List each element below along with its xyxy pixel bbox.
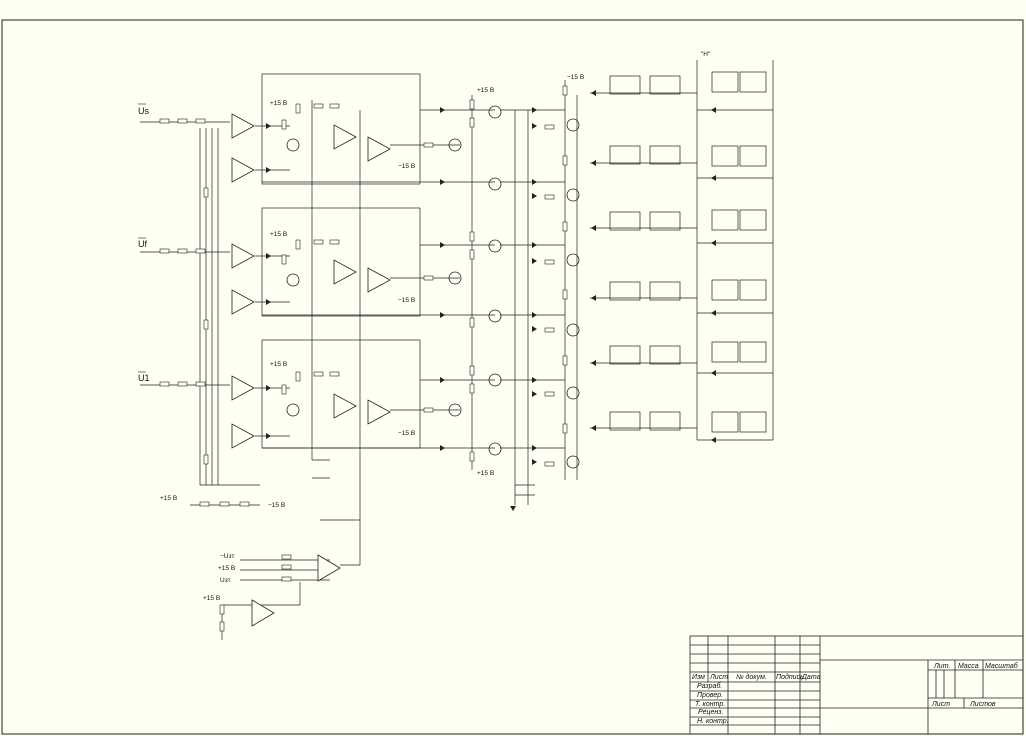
signal-us: Us xyxy=(138,106,149,116)
tb-doc-no: № докум. xyxy=(736,673,767,681)
tb-lit: Лит. xyxy=(933,663,950,670)
signal-uf: Uf xyxy=(138,239,147,249)
supply-minus15-ch2: −15 B xyxy=(398,297,415,304)
tb-massa: Масса xyxy=(958,663,979,670)
tb-list2: Лист xyxy=(931,701,950,708)
schematic-wiring xyxy=(140,60,774,640)
supply-plus15-ch3: +15 B xyxy=(270,361,287,368)
tb-prover: Провер. xyxy=(697,692,723,699)
tb-izm: Изм xyxy=(692,674,705,681)
supply-minus15-ch1: −15 B xyxy=(398,163,415,170)
tb-razrab: Разраб. xyxy=(697,682,722,690)
tb-masshtab: Масштаб xyxy=(985,662,1019,670)
tb-listov: Листов xyxy=(969,701,996,708)
tb-signature: Подпись xyxy=(776,673,804,681)
signal-u1: U1 xyxy=(138,373,150,383)
resistors xyxy=(159,85,568,632)
tb-date: Дата xyxy=(801,674,821,681)
signal-minus-ust: −Uзт xyxy=(220,553,234,560)
drawing-frame xyxy=(1,19,1024,735)
supply-plus15-bottom-left: +15 B xyxy=(203,595,220,602)
signal-plus15-in: +15 B xyxy=(218,565,235,572)
output-driver-blocks xyxy=(609,71,767,433)
tb-n-kontr: Н. контр. xyxy=(697,718,729,725)
signal-ust: Uзт xyxy=(220,577,231,584)
transistors xyxy=(286,105,580,469)
supply-plus15-bottom: +15 B xyxy=(477,470,494,477)
diodes xyxy=(266,90,716,511)
tb-list: Лист xyxy=(709,674,728,681)
supply-minus15-ch3: −15 B xyxy=(398,430,415,437)
h-mark: "H" xyxy=(701,51,711,58)
supply-plus15-top: +15 B xyxy=(477,87,494,94)
supply-minus15-lower: −15 B xyxy=(268,502,285,509)
supply-labels: +15 B −15 B +15 B −15 B +15 B −15 B +15 … xyxy=(160,74,584,602)
supply-plus15-ch2: +15 B xyxy=(270,231,287,238)
title-block xyxy=(689,635,1024,735)
supply-minus15-right: −15 B xyxy=(567,74,584,81)
title-block-text: Изм Лист № докум. Подпись Дата Разраб. П… xyxy=(692,662,1019,725)
supply-plus15-ch1: +15 B xyxy=(270,100,287,107)
tb-reczn: Реценз. xyxy=(698,709,723,716)
op-amps xyxy=(231,113,391,627)
tb-t-kontr: Т. контр. xyxy=(695,701,725,708)
signal-labels: Us Uf U1 −Uзт +15 B Uзт "H" xyxy=(138,51,711,584)
supply-plus15-lower: +15 B xyxy=(160,495,177,502)
